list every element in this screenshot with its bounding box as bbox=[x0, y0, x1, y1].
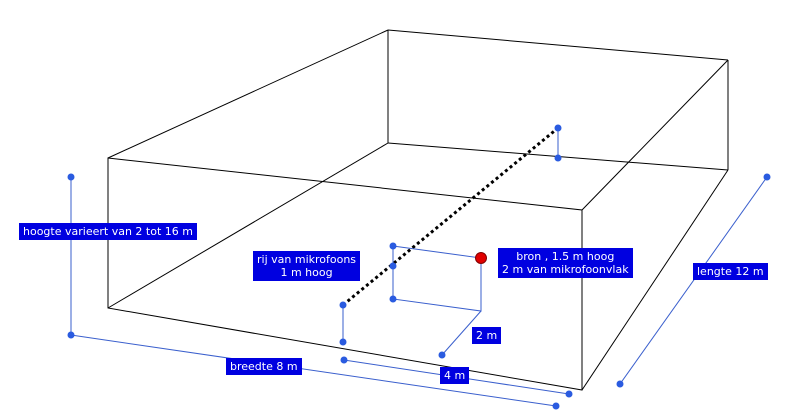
room-edge-top-left bbox=[107, 29, 389, 159]
handle[interactable] bbox=[438, 351, 446, 359]
height-label: hoogte varieert van 2 tot 16 m bbox=[19, 223, 197, 240]
room-edge-top-right bbox=[581, 59, 729, 211]
four-m-label: 4 m bbox=[440, 367, 470, 384]
room-edge-bottom-right bbox=[581, 169, 729, 391]
handle[interactable] bbox=[389, 262, 397, 270]
length-label: lengte 12 m bbox=[693, 263, 768, 280]
handle[interactable] bbox=[552, 402, 560, 410]
handle[interactable] bbox=[554, 124, 562, 132]
handle[interactable] bbox=[763, 173, 771, 181]
room-edge-top-back bbox=[387, 29, 729, 61]
handle[interactable] bbox=[616, 380, 624, 388]
length-dimension-line bbox=[619, 176, 768, 385]
two-m-label: 2 m bbox=[472, 327, 502, 344]
room-box bbox=[107, 29, 729, 391]
width-label: breedte 8 m bbox=[226, 358, 302, 375]
handle[interactable] bbox=[67, 173, 75, 181]
two-m-dimension-line bbox=[441, 310, 482, 356]
handle[interactable] bbox=[339, 338, 347, 346]
handle[interactable] bbox=[67, 331, 75, 339]
microphone-row bbox=[342, 126, 559, 307]
source-plane bbox=[392, 245, 482, 312]
microphone-row-label: rij van mikrofoons 1 m hoog bbox=[253, 251, 361, 281]
room-hidden-left-floor bbox=[107, 142, 389, 309]
width-dimension-line bbox=[70, 334, 557, 407]
dimension-lines bbox=[70, 128, 768, 407]
handle[interactable] bbox=[565, 390, 573, 398]
source-label: bron , 1.5 m hoog 2 m van mikrofoonvlak bbox=[498, 248, 633, 278]
sound-source-marker[interactable] bbox=[475, 252, 487, 264]
handles bbox=[67, 124, 771, 410]
handle[interactable] bbox=[340, 356, 348, 364]
handle[interactable] bbox=[389, 295, 397, 303]
handle[interactable] bbox=[389, 242, 397, 250]
handle[interactable] bbox=[339, 301, 347, 309]
handle[interactable] bbox=[554, 154, 562, 162]
